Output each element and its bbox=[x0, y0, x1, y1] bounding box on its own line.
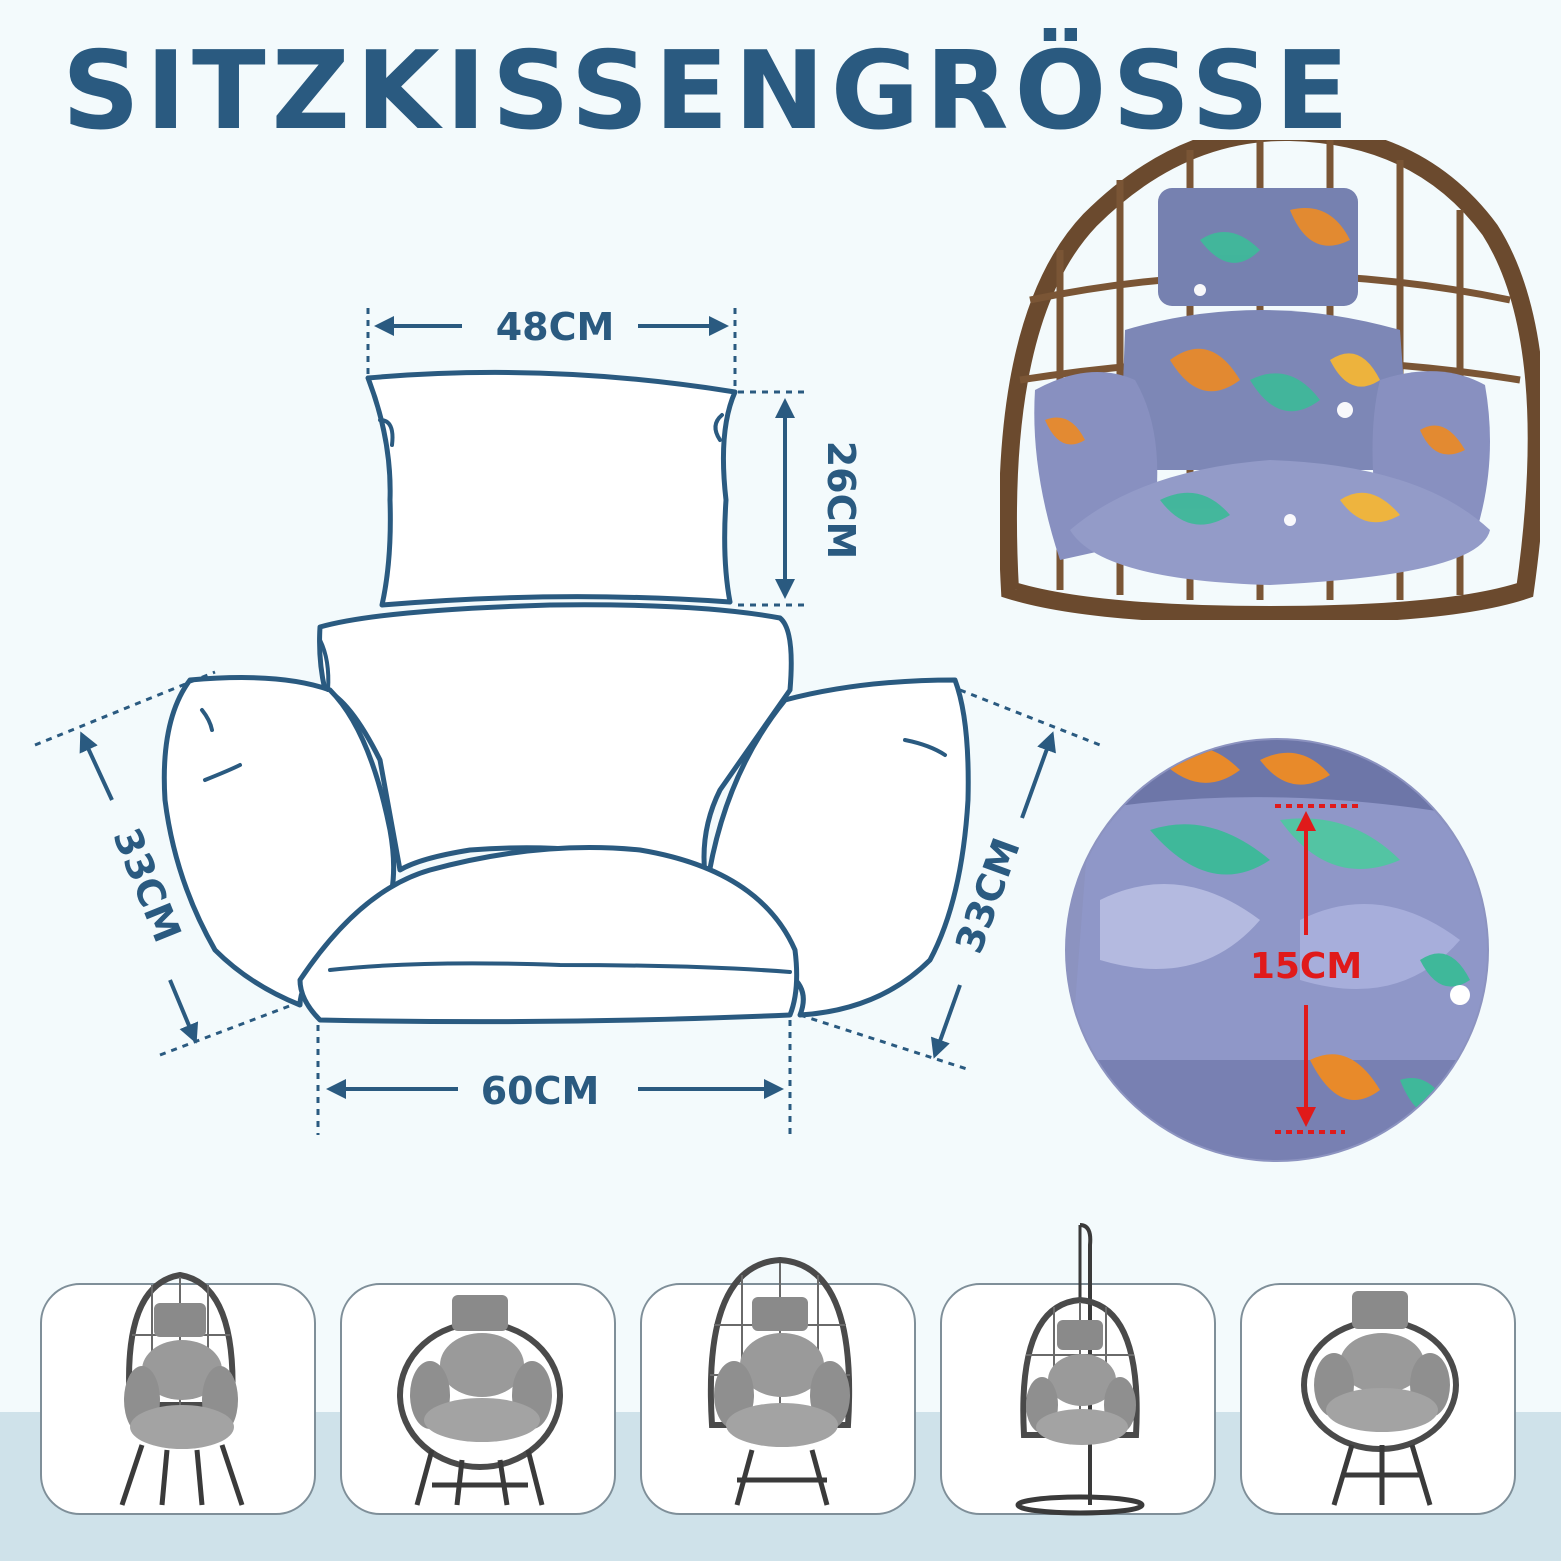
variant-card-2 bbox=[340, 1283, 616, 1515]
variant-card-4 bbox=[940, 1223, 1216, 1516]
hanging-egg-chair-icon bbox=[1015, 1223, 1145, 1516]
cushion-outline bbox=[161, 369, 971, 1025]
papasan-chair-icon bbox=[397, 1295, 563, 1506]
pillow-height-label: 26CM bbox=[819, 441, 863, 560]
dimension-lines bbox=[34, 308, 1101, 1140]
round-swivel-chair-icon bbox=[1301, 1291, 1459, 1506]
page-title: SITZKISSENGRÖSSE bbox=[62, 29, 1355, 154]
seat-cushion bbox=[297, 845, 800, 1025]
seat-width-label: 60CM bbox=[481, 1069, 600, 1113]
cushion-seams bbox=[200, 413, 947, 974]
pillow-width-label: 48CM bbox=[496, 305, 615, 349]
product-photo bbox=[1000, 140, 1540, 620]
variant-card-1 bbox=[40, 1271, 316, 1515]
egg-chair-swivel-icon bbox=[707, 1256, 853, 1506]
egg-chair-legs-icon bbox=[119, 1271, 245, 1506]
back-cushion bbox=[317, 602, 794, 878]
variant-card-5 bbox=[1240, 1283, 1516, 1515]
headrest-pillow bbox=[365, 369, 738, 608]
thickness-detail: 15CM bbox=[1065, 738, 1489, 1162]
variant-card-3 bbox=[640, 1256, 916, 1515]
thickness-label: 15CM bbox=[1250, 946, 1362, 987]
